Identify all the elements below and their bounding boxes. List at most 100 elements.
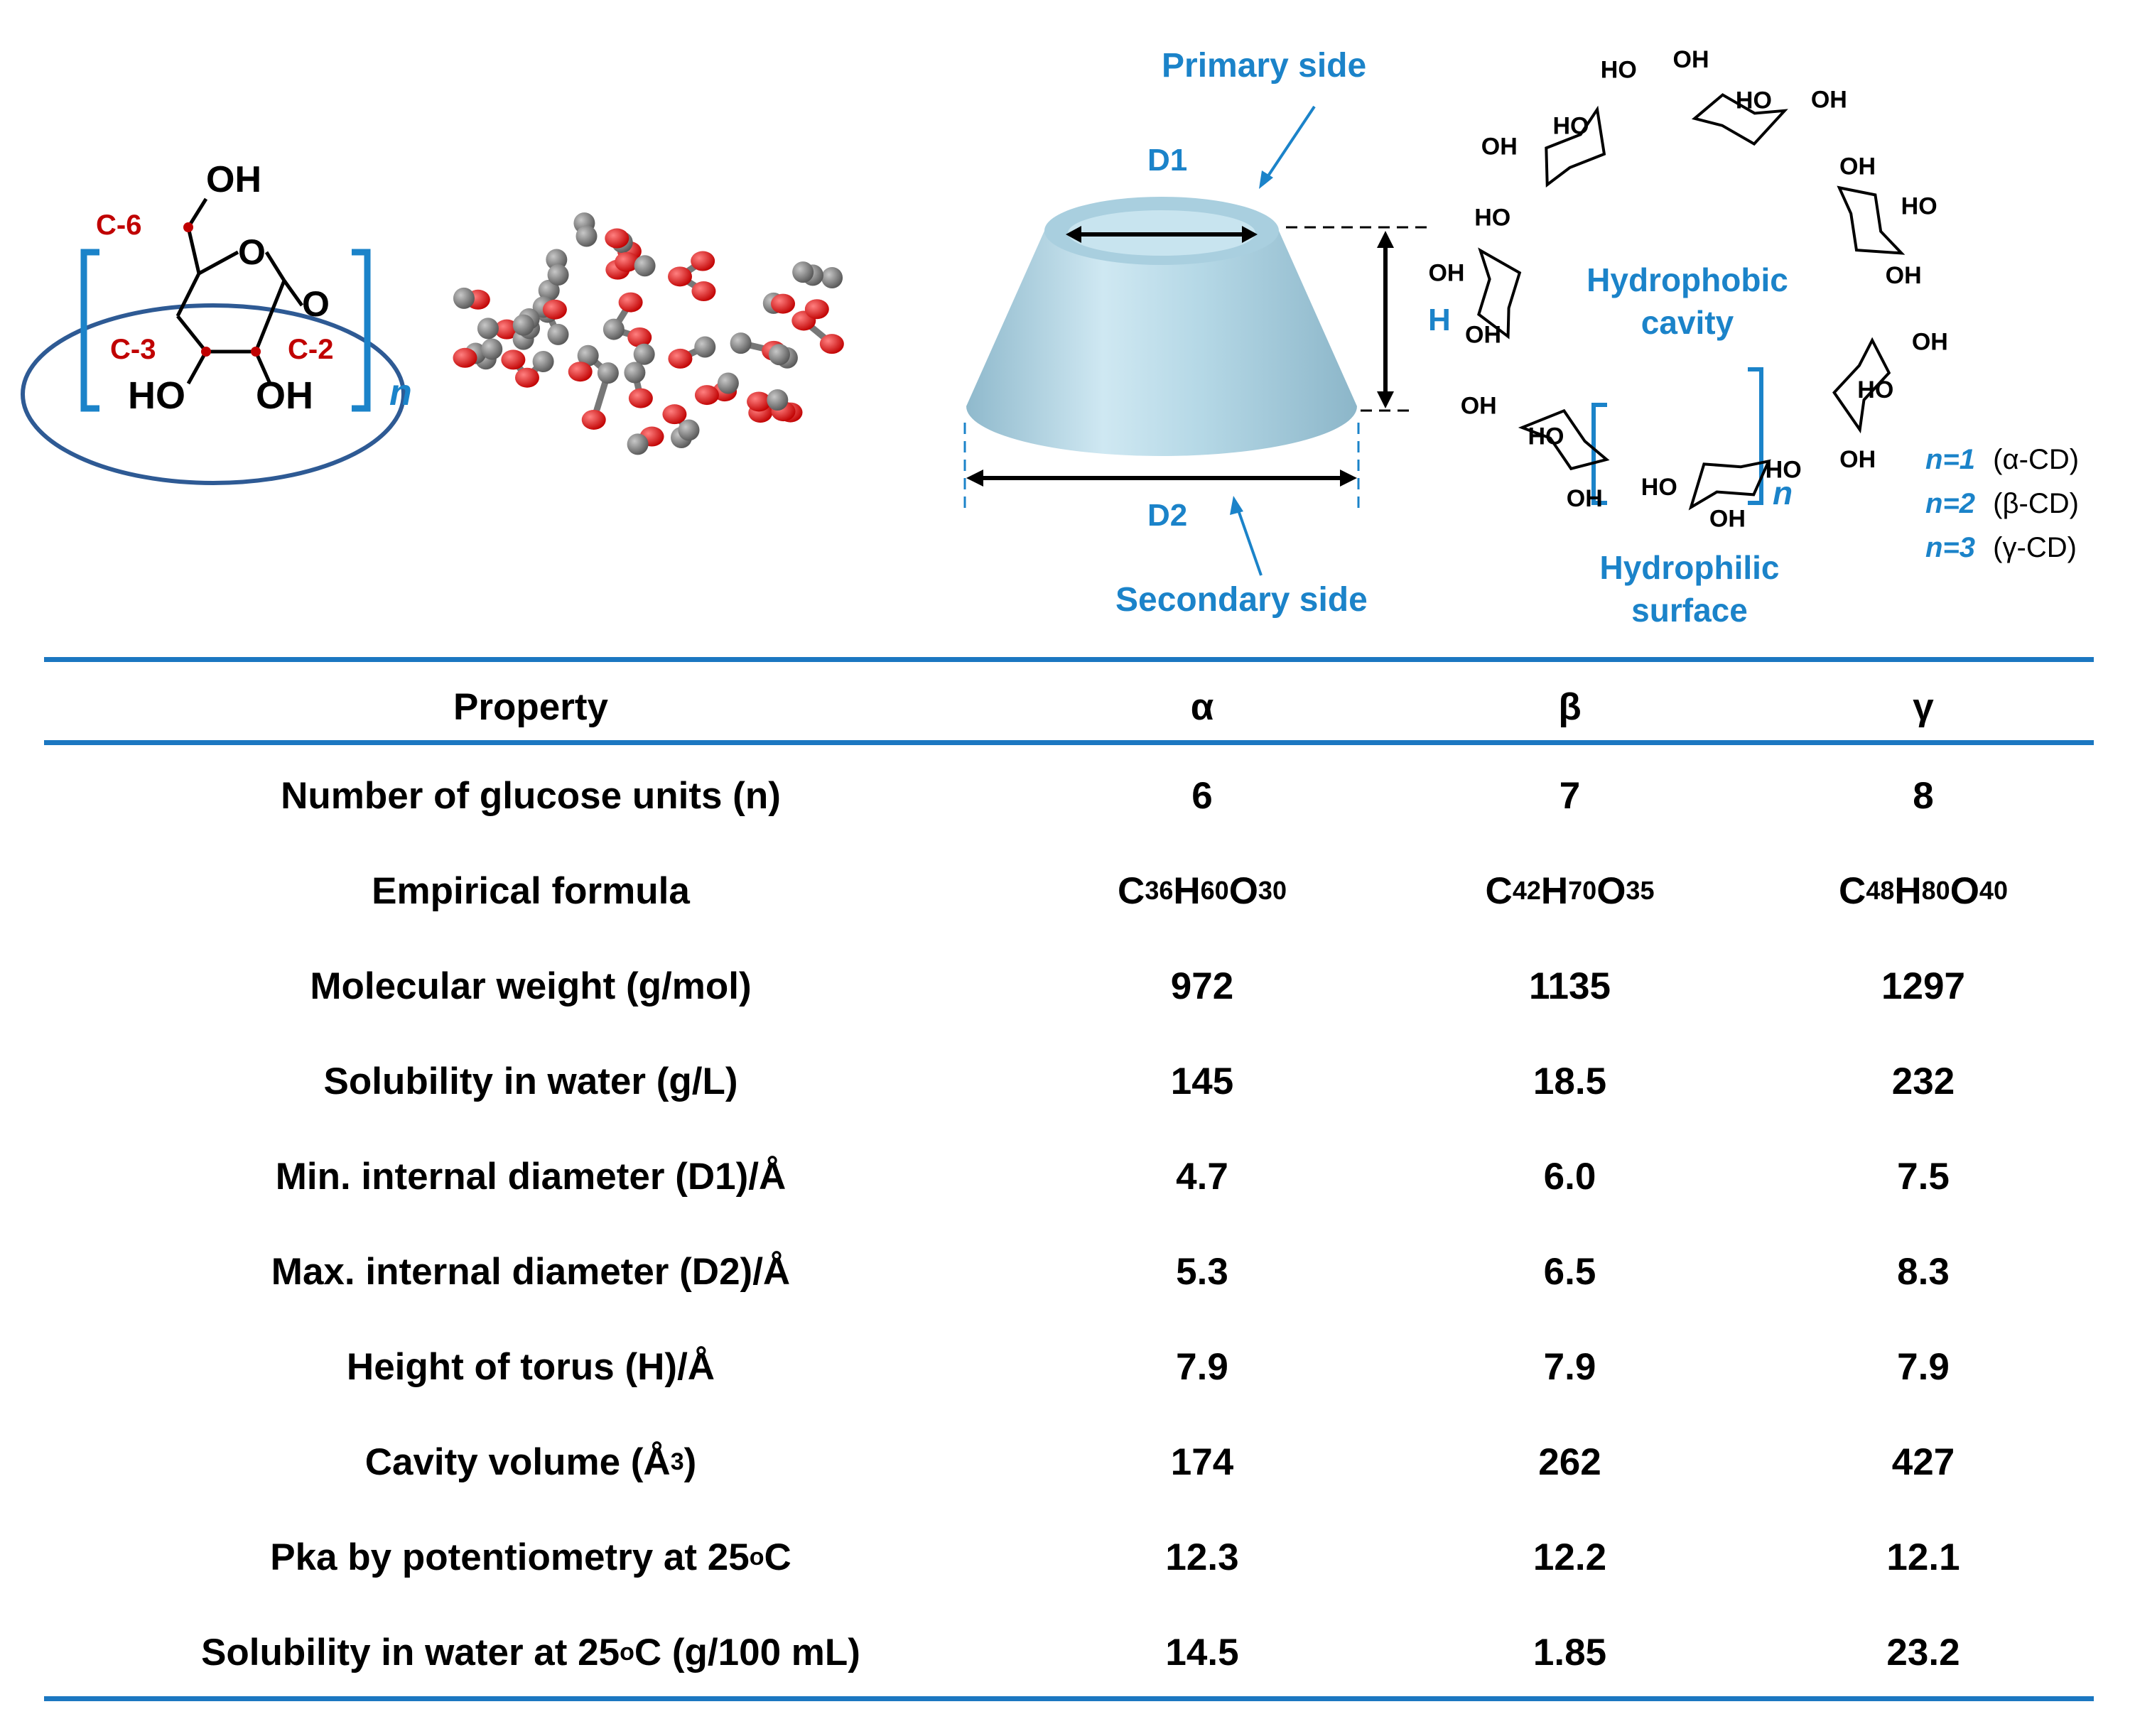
oxygen-atom — [501, 349, 526, 370]
beta-cell: 262 — [1538, 1441, 1601, 1483]
oxygen-atom — [804, 299, 829, 320]
ring-oxygen-label: O — [238, 232, 266, 272]
table-row: Molecular weight (g/mol) 972 1135 1297 — [44, 943, 2094, 1029]
legend-row-2: n=2 (β-CD) — [1925, 488, 2079, 519]
carbon-atom — [532, 351, 554, 373]
carbon-atom — [512, 314, 534, 336]
oxygen-atom — [618, 292, 643, 313]
ring-oh-label: OH — [1673, 46, 1709, 73]
carbon-atom — [633, 343, 655, 365]
ring-oh-label: OH — [1465, 321, 1501, 348]
oxygen-atom — [627, 327, 652, 347]
alpha-cell: 12.3 — [1165, 1536, 1239, 1578]
glucose-chair — [1477, 247, 1522, 340]
glucose-unit-structure: OH O O HO OH C-6 C-3 C-2 n — [21, 159, 412, 485]
alpha-cell: 7.9 — [1176, 1345, 1228, 1388]
carbon-atom — [768, 344, 790, 366]
oxygen-atom — [605, 228, 629, 249]
property-cell: Height of torus (H)/Å — [346, 1345, 715, 1388]
gamma-cell: 8.3 — [1897, 1250, 1950, 1293]
oxygen-atom — [668, 266, 693, 287]
alpha-cell: 5.3 — [1176, 1250, 1228, 1293]
ring-oh-label: HO — [1736, 87, 1772, 114]
gamma-cell: 7.5 — [1897, 1155, 1950, 1198]
ring-oh-label: HO — [1857, 376, 1893, 403]
left-bracket — [80, 249, 99, 412]
table-row: Min. internal diameter (D1)/Å 4.7 6.0 7.… — [44, 1134, 2094, 1219]
gamma-cell: 1297 — [1881, 965, 1965, 1007]
oxygen-atom — [747, 391, 772, 412]
d2-label: D2 — [1147, 498, 1187, 533]
carbon-atom — [477, 318, 499, 340]
c2-label: C-2 — [288, 334, 333, 365]
ring-oh-label: OH — [1461, 393, 1497, 420]
glucose-chair — [1688, 459, 1771, 511]
carbon-atom — [546, 249, 568, 271]
gamma-cell: 23.2 — [1886, 1631, 1960, 1673]
oxygen-atom — [771, 293, 796, 314]
ring-oh-label: OH — [1839, 446, 1876, 473]
header-alpha: α — [1190, 685, 1214, 728]
cd-legend: n=1 (α-CD) n=2 (β-CD) n=3 (γ-CD) — [1925, 444, 2079, 563]
ring-oh-label: OH — [1886, 262, 1922, 289]
property-cell: Solubility in water (g/L) — [323, 1060, 738, 1102]
carbon-atom — [453, 287, 475, 309]
gamma-cell: 12.1 — [1886, 1536, 1960, 1578]
alpha-cell: 14.5 — [1165, 1631, 1239, 1673]
alpha-cell: 6 — [1191, 774, 1213, 817]
beta-cell: 18.5 — [1533, 1060, 1607, 1102]
carbon-atom — [481, 338, 503, 360]
carbon-atom — [575, 225, 598, 247]
ring-oh-label: HO — [1641, 474, 1677, 501]
carbon-atom — [694, 336, 716, 358]
surface-label: surface — [1631, 592, 1748, 625]
property-cell: Min. internal diameter (D1)/Å — [275, 1155, 787, 1198]
table-header-rule — [44, 740, 2094, 745]
oxygen-atom — [628, 388, 653, 408]
oxygen-atom — [514, 367, 539, 388]
hydrophobic-label: Hydrophobic — [1587, 261, 1788, 298]
c6-label: C-6 — [96, 210, 141, 241]
oxygen-atom — [615, 251, 639, 272]
table-top-rule — [44, 657, 2094, 662]
cyclodextrin-ring-structure: Hydrophobic cavity Hydrophilic surface n… — [1428, 46, 1947, 625]
ring-oh-label: OH — [1428, 260, 1464, 287]
property-cell: Molecular weight (g/mol) — [310, 965, 752, 1007]
ring-oh-label: OH — [1839, 153, 1876, 180]
alpha-cell: 145 — [1170, 1060, 1234, 1102]
ring-oh-label: OH — [1567, 485, 1603, 512]
glucose-chair — [1832, 337, 1891, 434]
hydrophilic-label: Hydrophilic — [1599, 549, 1779, 586]
oxygen-atom — [581, 409, 606, 430]
carbon-atom — [717, 372, 739, 394]
beta-cell: 6.5 — [1543, 1250, 1596, 1293]
ring-oh-label: HO — [1474, 205, 1510, 232]
ring-oh-label: HO — [1901, 192, 1937, 219]
ring-oh-label: HO — [1528, 423, 1564, 450]
ring-left-bracket — [1591, 403, 1607, 505]
glucose-chair — [1837, 185, 1906, 255]
oxygen-atom — [668, 348, 693, 369]
beta-cell: 1135 — [1529, 965, 1611, 1007]
carbon-atom — [821, 266, 843, 288]
primary-side-label: Primary side — [1162, 47, 1366, 85]
c2-oh-label: OH — [256, 374, 313, 417]
glucose-chair — [1518, 408, 1610, 471]
legend-row-3: n=3 (γ-CD) — [1925, 532, 2077, 563]
ring-oh-label: OH — [1811, 86, 1847, 113]
gamma-cell: 427 — [1891, 1441, 1955, 1483]
header-property: Property — [453, 685, 608, 728]
gamma-cell: 232 — [1891, 1060, 1955, 1102]
carbon-atom — [678, 419, 700, 441]
alpha-cell: 972 — [1170, 965, 1234, 1007]
table-row: Number of glucose units (n) 6 7 8 — [44, 753, 2094, 838]
oxygen-atom — [662, 404, 687, 425]
d1-label: D1 — [1147, 143, 1187, 178]
gamma-cell: 7.9 — [1897, 1345, 1950, 1388]
glycosidic-oxygen-label: O — [302, 284, 330, 324]
cone-body — [966, 231, 1357, 456]
secondary-side-label: Secondary side — [1115, 581, 1368, 619]
